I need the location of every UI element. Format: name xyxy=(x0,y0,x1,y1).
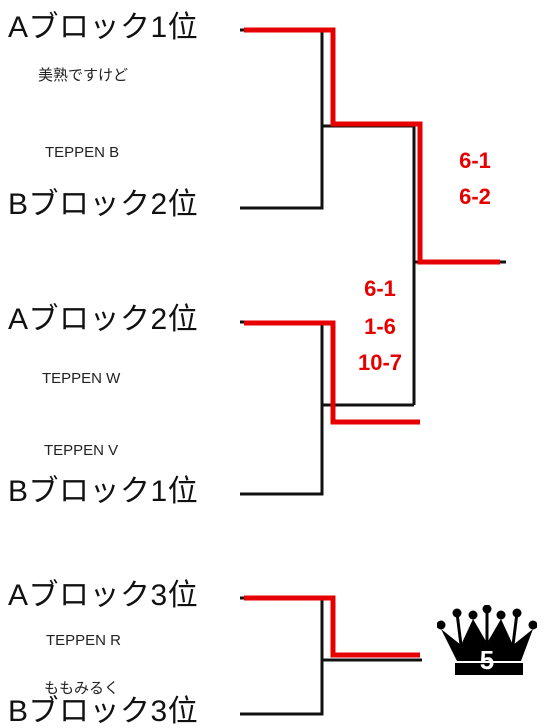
winner-path-a3 xyxy=(244,595,420,658)
winner-path-a1 xyxy=(244,27,500,265)
score-semi2-set1: 6-1 xyxy=(364,276,396,301)
team-name: TEPPEN R xyxy=(46,632,122,649)
bracket-line-a1 xyxy=(240,28,414,128)
score-semi2-set3: 10-7 xyxy=(357,350,403,375)
seed-label-b3: Bブロック3位 xyxy=(8,695,199,728)
team-name: TEPPEN B xyxy=(45,144,120,161)
seed-label-a3: Aブロック3位 xyxy=(8,579,199,612)
bracket-line-b3 xyxy=(240,660,324,716)
winner-path-a2 xyxy=(244,320,420,425)
seed-label-b1: Bブロック1位 xyxy=(8,475,199,508)
team-name: TEPPEN W xyxy=(42,370,121,387)
seed-label-a2: Aブロック2位 xyxy=(8,303,199,336)
crown-icon: 5 xyxy=(437,605,537,675)
team-name: TEPPEN V xyxy=(44,442,119,459)
seed-label-b2: Bブロック2位 xyxy=(8,188,199,221)
score-semi1-set1: 6-1 xyxy=(459,148,491,173)
crown-number: 5 xyxy=(480,645,494,675)
bracket-line-b1 xyxy=(240,405,324,496)
team-name: ももみるく xyxy=(44,680,120,697)
score-semi1-set2: 6-2 xyxy=(459,184,491,209)
bracket-line-b2 xyxy=(240,126,324,210)
team-name: 美熟ですけど xyxy=(38,67,129,84)
score-semi2-set2: 1-6 xyxy=(364,314,396,339)
seed-label-a1: Aブロック1位 xyxy=(8,11,199,44)
